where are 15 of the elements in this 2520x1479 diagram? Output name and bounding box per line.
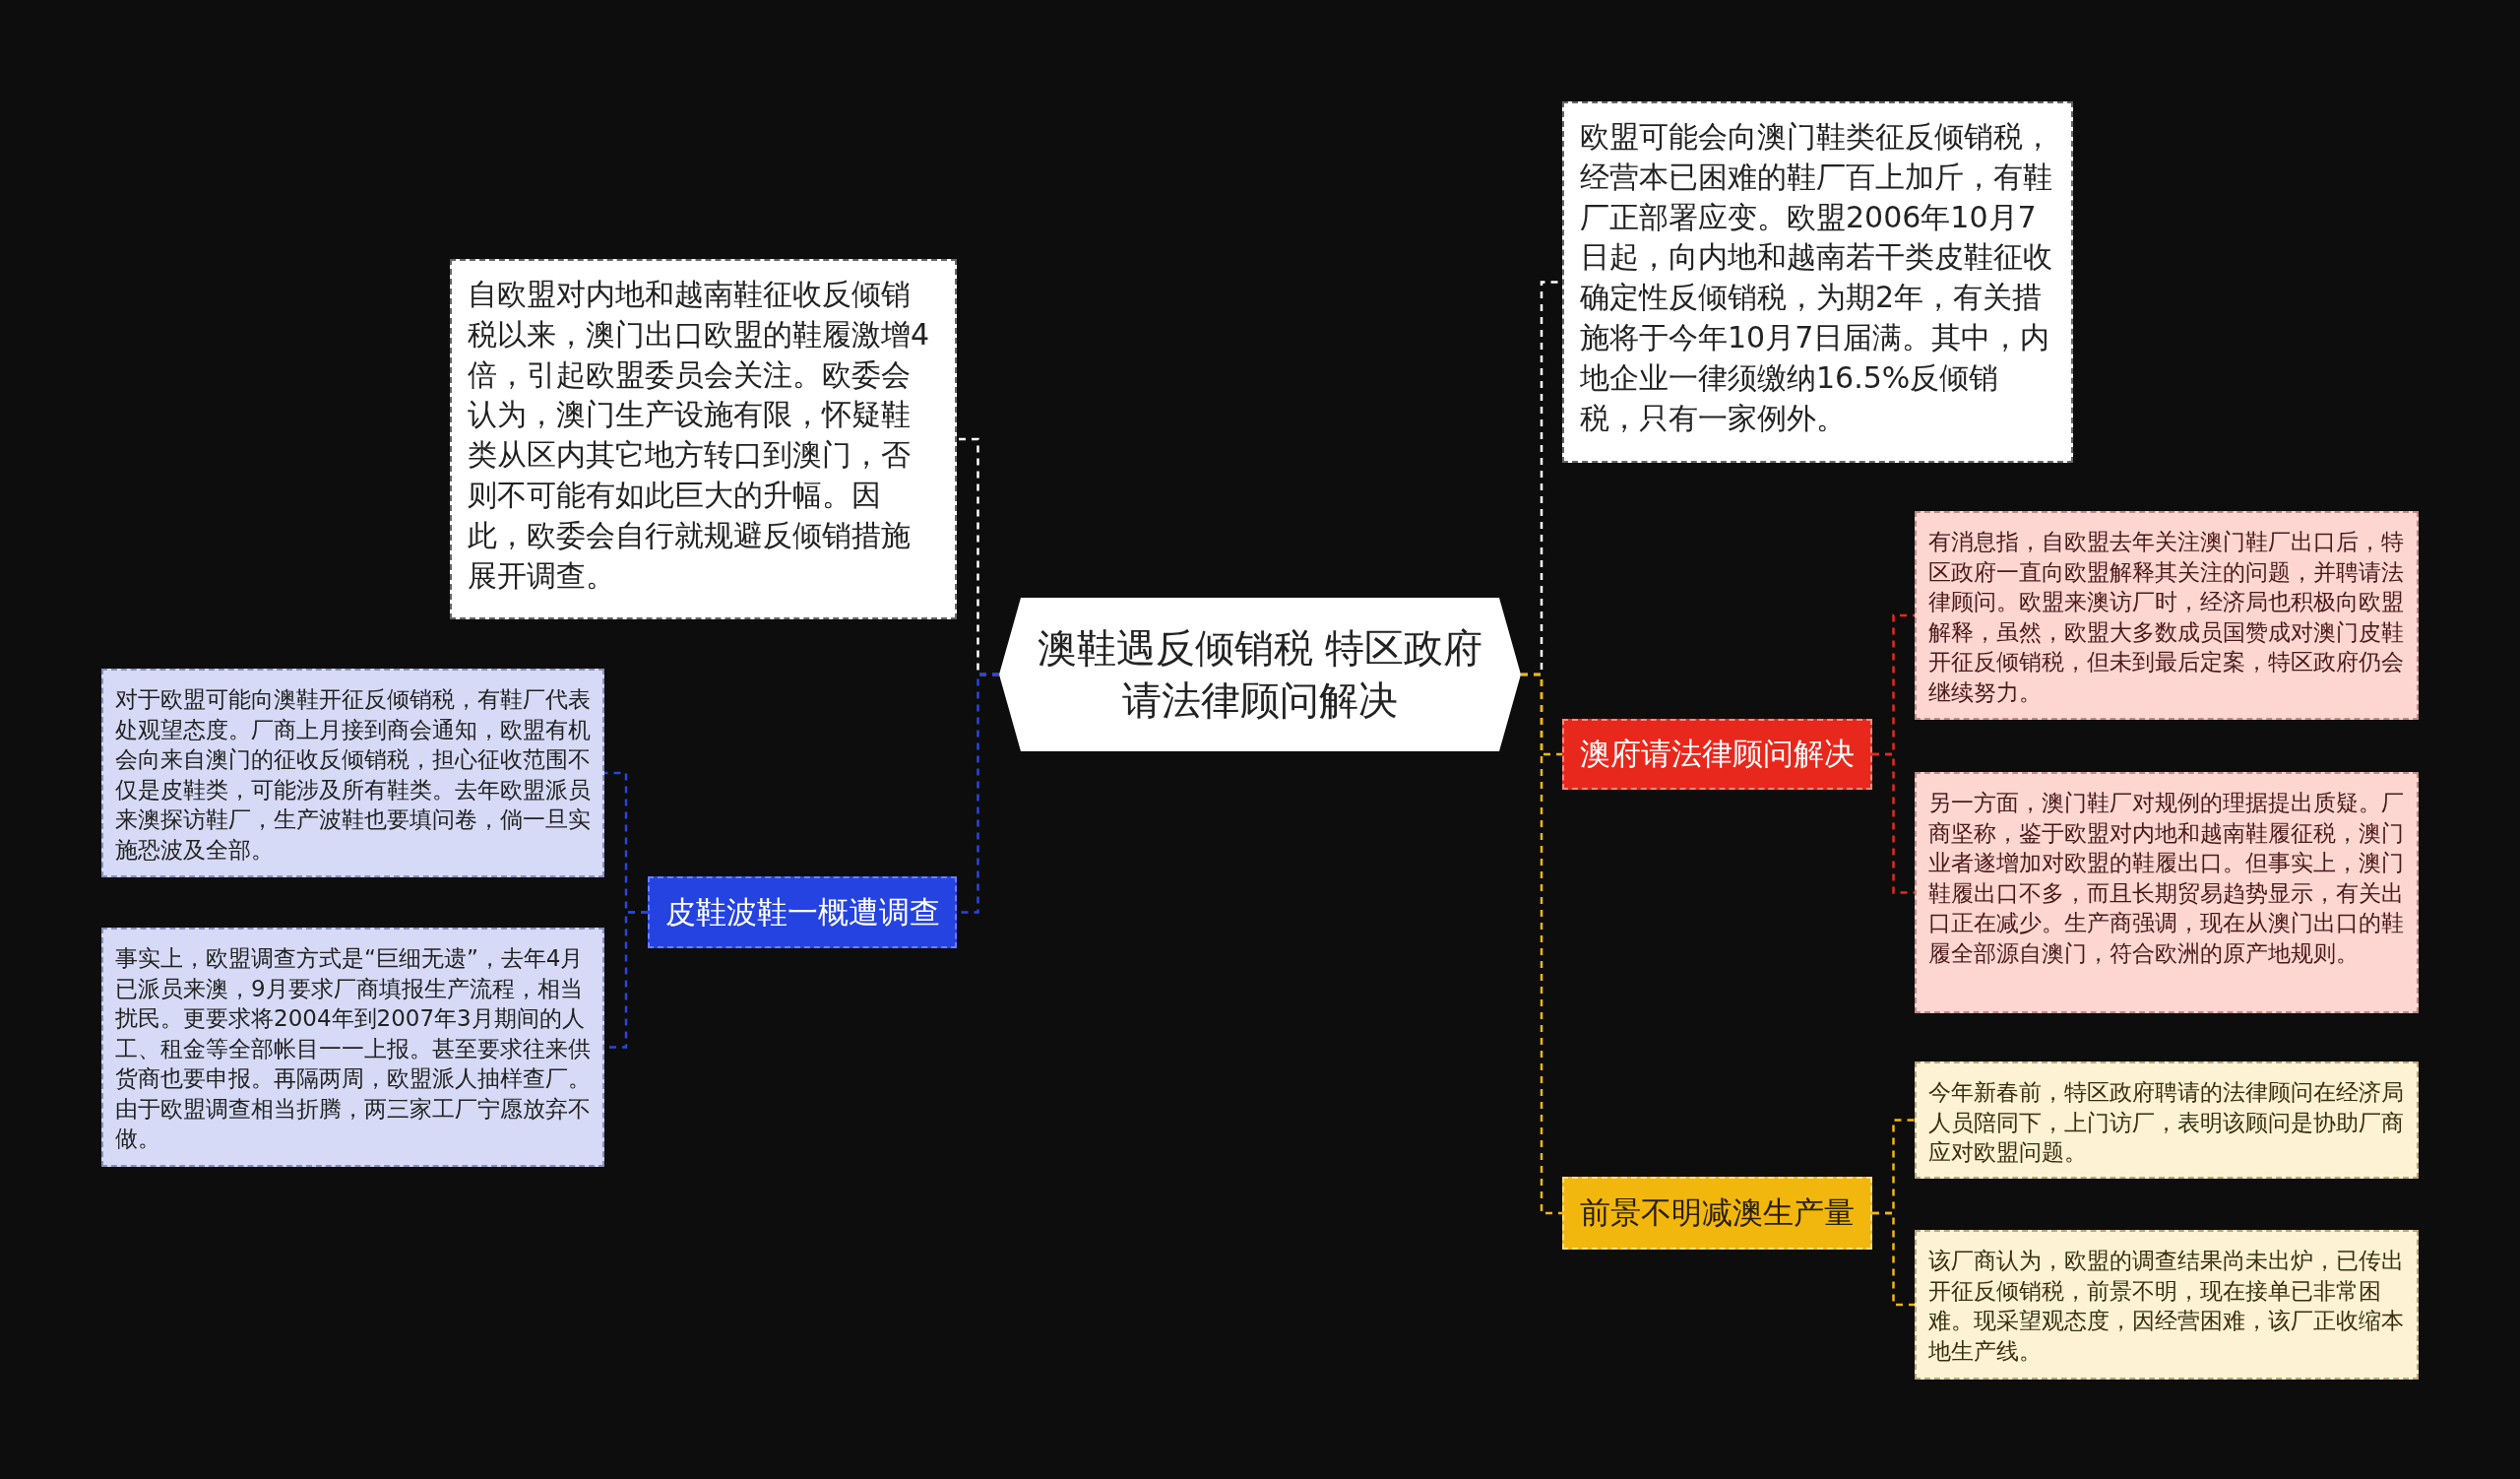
branch-topic-box: 澳府请法律顾问解决 [1562, 719, 1872, 790]
text-box: 该厂商认为，欧盟的调查结果尚未出炉，已传出开征反倾销税，前景不明，现在接单已非常困难。现采望观态度，因经营困难，该厂正收缩本地生产线。 [1915, 1230, 2419, 1380]
text-box: 欧盟可能会向澳门鞋类征反倾销税，经营本已困难的鞋厂百上加斤，有鞋厂正部署应变。欧盟2006年10月7日起，向内地和越南若干类皮鞋征收确定性反倾销税，为期2年，有关措施将于今年10月7日届满。其中，内地企业一律须缴纳16.5%反倾销税，只有一家例外。 [1562, 101, 2073, 463]
branch-topic-box: 皮鞋波鞋一概遭调查 [648, 876, 957, 948]
central-topic-hexagon: 澳鞋遇反倾销税 特区政府请法律顾问解决 [999, 598, 1521, 751]
text-box: 另一方面，澳门鞋厂对规例的理据提出质疑。厂商坚称，鉴于欧盟对内地和越南鞋履征税，澳门业者遂增加对欧盟的鞋履出口。但事实上，澳门鞋履出口不多，而且长期贸易趋势显示，有关出口正在减少。生产商强调，现在从澳门出口的鞋履全部源自澳门，符合欧洲的原产地规则。 [1915, 772, 2419, 1013]
text-box: 对于欧盟可能向澳鞋开征反倾销税，有鞋厂代表处观望态度。厂商上月接到商会通知，欧盟有机会向来自澳门的征收反倾销税，担心征收范围不仅是皮鞋类，可能涉及所有鞋类。去年欧盟派员来澳探访鞋厂，生产波鞋也要填问卷，倘一旦实施恐波及全部。 [101, 669, 604, 877]
text-box: 自欧盟对内地和越南鞋征收反倾销税以来，澳门出口欧盟的鞋履激增4倍，引起欧盟委员会关注。欧委会认为，澳门生产设施有限，怀疑鞋类从区内其它地方转口到澳门，否则不可能有如此巨大的升幅。因此，欧委会自行就规避反倾销措施展开调查。 [450, 259, 957, 619]
text-box: 事实上，欧盟调查方式是“巨细无遗”，去年4月已派员来澳，9月要求厂商填报生产流程，相当扰民。更要求将2004年到2007年3月期间的人工、租金等全部帐目一一上报。甚至要求往来供货商也要申报。再隔两周，欧盟派人抽样查厂。由于欧盟调查相当折腾，两三家工厂宁愿放弃不做。 [101, 928, 604, 1167]
text-box: 今年新春前，特区政府聘请的法律顾问在经济局人员陪同下，上门访厂，表明该顾问是协助厂商应对欧盟问题。 [1915, 1061, 2419, 1179]
branch-topic-box: 前景不明减澳生产量 [1562, 1177, 1872, 1250]
connector-line [1872, 752, 1915, 894]
connector-line [1521, 673, 1562, 1215]
text-box: 有消息指，自欧盟去年关注澳门鞋厂出口后，特区政府一直向欧盟解释其关注的问题，并聘请法律顾问。欧盟来澳访厂时，经济局也积极向欧盟解释，虽然，欧盟大多数成员国赞成对澳门皮鞋开征反倾销税，但未到最后定案，特区政府仍会继续努力。 [1915, 511, 2419, 720]
connector-line [1872, 1211, 1915, 1307]
